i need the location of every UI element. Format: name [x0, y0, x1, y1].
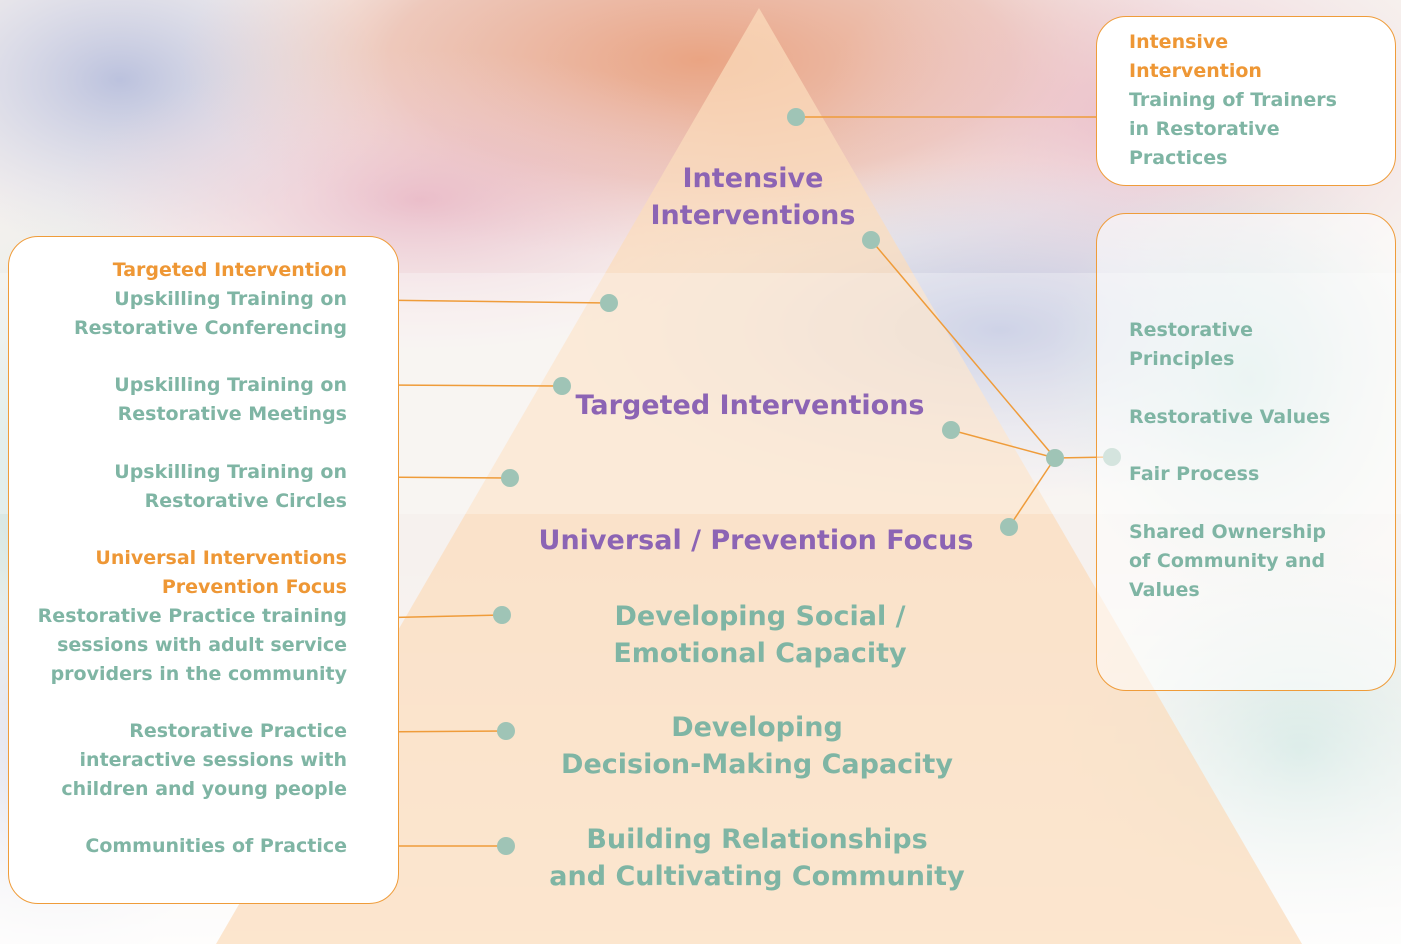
- intensive-intervention-body: Training of Trainers in Restorative Prac…: [1129, 89, 1337, 169]
- principle-restorative-values: Restorative Values: [1129, 406, 1331, 428]
- principle-restorative-principles: Restorative Principles: [1129, 319, 1254, 370]
- pyramid-item-social-emotional: Developing Social / Emotional Capacity: [613, 601, 907, 669]
- targeted-item-circles: Upskilling Training on Restorative Circl…: [114, 461, 347, 512]
- pyramid-bottom-heading: Universal / Prevention Focus: [538, 525, 974, 556]
- targeted-item-conferencing: Upskilling Training on Restorative Confe…: [74, 288, 347, 339]
- universal-interventions-heading: Universal Interventions Prevention Focus: [95, 547, 347, 598]
- universal-item-young-people: Restorative Practice interactive session…: [61, 720, 347, 800]
- principle-shared-ownership: Shared Ownership of Community and Values: [1129, 521, 1326, 601]
- targeted-item-meetings: Upskilling Training on Restorative Meeti…: [114, 374, 347, 425]
- universal-item-communities: Communities of Practice: [85, 835, 347, 857]
- principles-box: [1096, 213, 1396, 691]
- pyramid-item-decision-making: Developing Decision-Making Capacity: [561, 712, 953, 780]
- connector-lines: [368, 116, 1113, 847]
- universal-item-adult-providers: Restorative Practice training sessions w…: [37, 605, 347, 685]
- intensive-intervention-heading: Intensive Intervention: [1129, 31, 1262, 82]
- principle-fair-process: Fair Process: [1129, 463, 1260, 485]
- pyramid-shape: [216, 8, 1302, 944]
- pyramid-top-label: Intensive Interventions: [650, 163, 856, 231]
- targeted-intervention-heading: Targeted Intervention: [112, 259, 347, 281]
- left-intervention-box: [8, 236, 399, 904]
- pyramid-middle-label: Targeted Interventions: [575, 390, 925, 421]
- pyramid-item-relationships: Building Relationships and Cultivating C…: [549, 824, 965, 892]
- intensive-intervention-box: [1096, 16, 1396, 186]
